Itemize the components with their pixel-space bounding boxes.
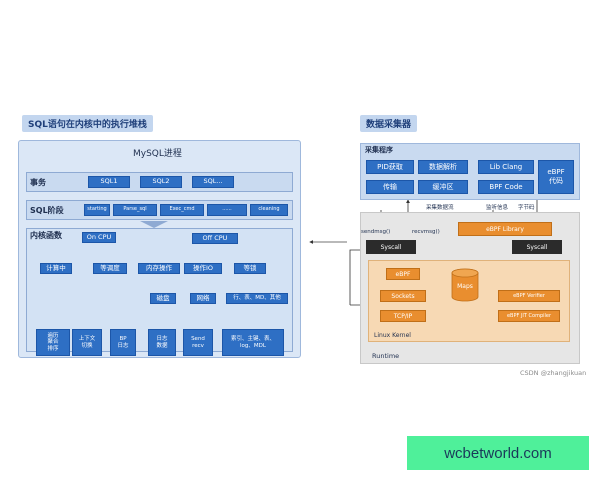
node-computing: 计算中 [40,263,72,274]
leaf-bp-log: BP 日志 [110,329,136,356]
sql-stage-parse: Parse_sql [113,204,157,216]
maps-database-icon [450,268,480,302]
node-wait-lock: 等锁 [234,263,266,274]
txn-item-sql1: SQL1 [88,176,130,188]
flow-label-listen: 监听信息 [486,205,509,211]
collector-label: 采集程序 [365,146,393,154]
recvmsg-label: recvmsg() [412,229,440,235]
leaf-context-switch: 上下文 切换 [72,329,102,356]
sql-stage-dots: ...... [207,204,247,216]
runtime-label: Runtime [372,352,400,360]
flow-label-collect: 采集数据流 [426,205,454,211]
ebpf-node: eBPF [386,268,420,280]
leaf-index-key-table: 索引、主键、表、 log、MDL [222,329,284,356]
sql-stage-starting: starting [84,204,110,216]
collector-pid: PID获取 [366,160,414,174]
right-section-title: 数据采集器 [360,115,418,132]
sql-stage-label: SQL阶段 [30,206,64,215]
transaction-label: 事务 [30,178,46,187]
node-io-op: 操作IO [184,263,222,274]
node-memory-op: 内存操作 [138,263,180,274]
flow-label-bytecode: 字节码 [518,205,535,211]
leaf-send-recv: Send recv [183,329,213,356]
node-disk: 磁盘 [150,293,176,304]
linux-kernel-label: Linux Kernel [374,332,411,339]
down-arrow-icon [140,221,168,228]
csdn-watermark: CSDN @zhangjikuan [520,369,587,377]
ebpf-code: eBPF 代码 [538,160,574,194]
collector-parse: 数据解析 [418,160,468,174]
site-badge: wcbetworld.com [407,436,589,470]
sendmsg-label: sendmsg() [361,229,391,235]
leaf-log-data: 日志 数据 [148,329,176,356]
ebpf-verifier: eBPF Verifier [498,290,560,302]
collector-transmit: 传输 [366,180,414,194]
sql-stage-exec: Exec_cmd [160,204,204,216]
maps-label: Maps [457,283,473,290]
sql-stage-cleaning: cleaning [250,204,288,216]
tcpip-node: TCP/IP [380,310,426,322]
ebpf-library: eBPF Library [458,222,552,236]
node-wait-schedule: 等调度 [93,263,127,274]
collector-buffer: 缓冲区 [418,180,468,194]
node-network: 网络 [190,293,216,304]
sockets-node: Sockets [380,290,426,302]
mysql-process-label: MySQL进程 [133,149,182,159]
kernel-functions-label: 内核函数 [30,231,62,240]
off-cpu-node: Off CPU [192,233,238,244]
lib-clang: Lib Clang [478,160,534,174]
syscall-right: Syscall [512,240,562,254]
txn-item-sql2: SQL2 [140,176,182,188]
node-lock-types: 行、表、MD、其他 [226,293,288,304]
leaf-traverse-aggregate-sort: 遍历 聚合 排序 [36,329,70,356]
ebpf-jit-compiler: eBPF JIT Compiler [498,310,560,322]
syscall-left: Syscall [366,240,416,254]
bpf-code: BPF Code [478,180,534,194]
on-cpu-node: On CPU [82,232,116,243]
left-section-title: SQL语句在内核中的执行堆栈 [22,115,153,132]
txn-item-sql-more: SQL... [192,176,234,188]
